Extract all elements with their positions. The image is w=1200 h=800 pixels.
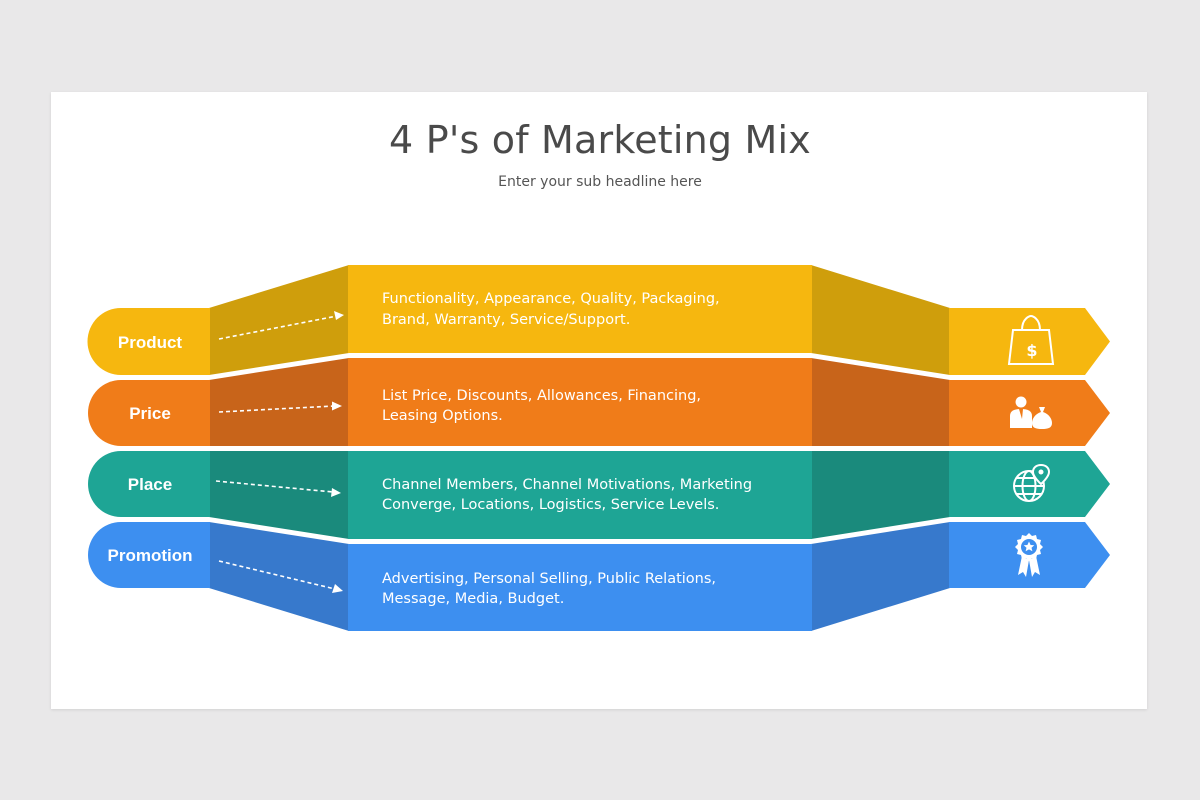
promotion-desc-line-1: Advertising, Personal Selling, Public Re… (382, 571, 716, 587)
place-icon-arrow (949, 451, 1110, 517)
product-label-tab (87, 308, 210, 375)
promotion-center-panel (348, 544, 812, 631)
price-center-panel (348, 358, 812, 446)
award-badge-icon (1015, 533, 1043, 577)
product-desc-line-1: Functionality, Appearance, Quality, Pack… (382, 291, 720, 307)
place-dashed-arrow (215, 480, 334, 493)
product-icon-arrow (949, 308, 1110, 375)
promotion-desc-line-2: Message, Media, Budget. (382, 591, 564, 607)
price-left-connector (209, 358, 349, 446)
price-desc-line-2: Leasing Options. (382, 408, 503, 424)
place-label-tab (88, 451, 210, 517)
product-right-connector (811, 265, 950, 375)
place-desc-line-2: Converge, Locations, Logistics, Service … (382, 497, 719, 513)
svg-text:$: $ (1026, 341, 1037, 360)
price-right-connector (811, 358, 950, 446)
place-right-connector (811, 451, 950, 539)
businessman-money-bag-icon (1010, 396, 1052, 429)
promotion-arrowhead (332, 584, 343, 593)
shopping-bag-dollar-icon: $ (1007, 314, 1055, 365)
row-price: Price List Price, Discounts, Allowances,… (88, 358, 1110, 446)
product-dashed-arrow (218, 315, 338, 340)
price-label: Price (129, 404, 171, 423)
row-product: Product Functionality, Appearance, Quali… (87, 265, 1110, 375)
globe-location-pin-icon (1013, 463, 1051, 502)
product-center-panel (348, 265, 812, 353)
promotion-label-tab (88, 522, 210, 588)
promotion-right-connector (811, 522, 950, 631)
row-place: Place Channel Members, Channel Motivatio… (88, 451, 1110, 539)
place-label: Place (128, 475, 172, 494)
price-arrowhead (332, 401, 342, 411)
place-arrowhead (331, 488, 341, 497)
price-desc-line-1: List Price, Discounts, Allowances, Finan… (382, 388, 701, 404)
slide-title: 4 P's of Marketing Mix (389, 118, 811, 162)
promotion-left-connector (209, 522, 349, 631)
product-left-connector (209, 265, 349, 375)
slide-subtitle: Enter your sub headline here (498, 174, 702, 190)
product-desc-line-2: Brand, Warranty, Service/Support. (382, 312, 630, 328)
product-label: Product (118, 333, 183, 352)
price-dashed-arrow (218, 405, 335, 413)
promotion-dashed-arrow (218, 560, 336, 590)
place-left-connector (209, 451, 349, 539)
place-center-panel (348, 451, 812, 539)
row-promotion: Promotion Advertising, Personal Selling,… (88, 522, 1110, 631)
price-label-tab (88, 380, 210, 446)
place-desc-line-1: Channel Members, Channel Motivations, Ma… (382, 477, 752, 493)
product-arrowhead (334, 311, 344, 320)
promotion-label: Promotion (108, 546, 193, 565)
